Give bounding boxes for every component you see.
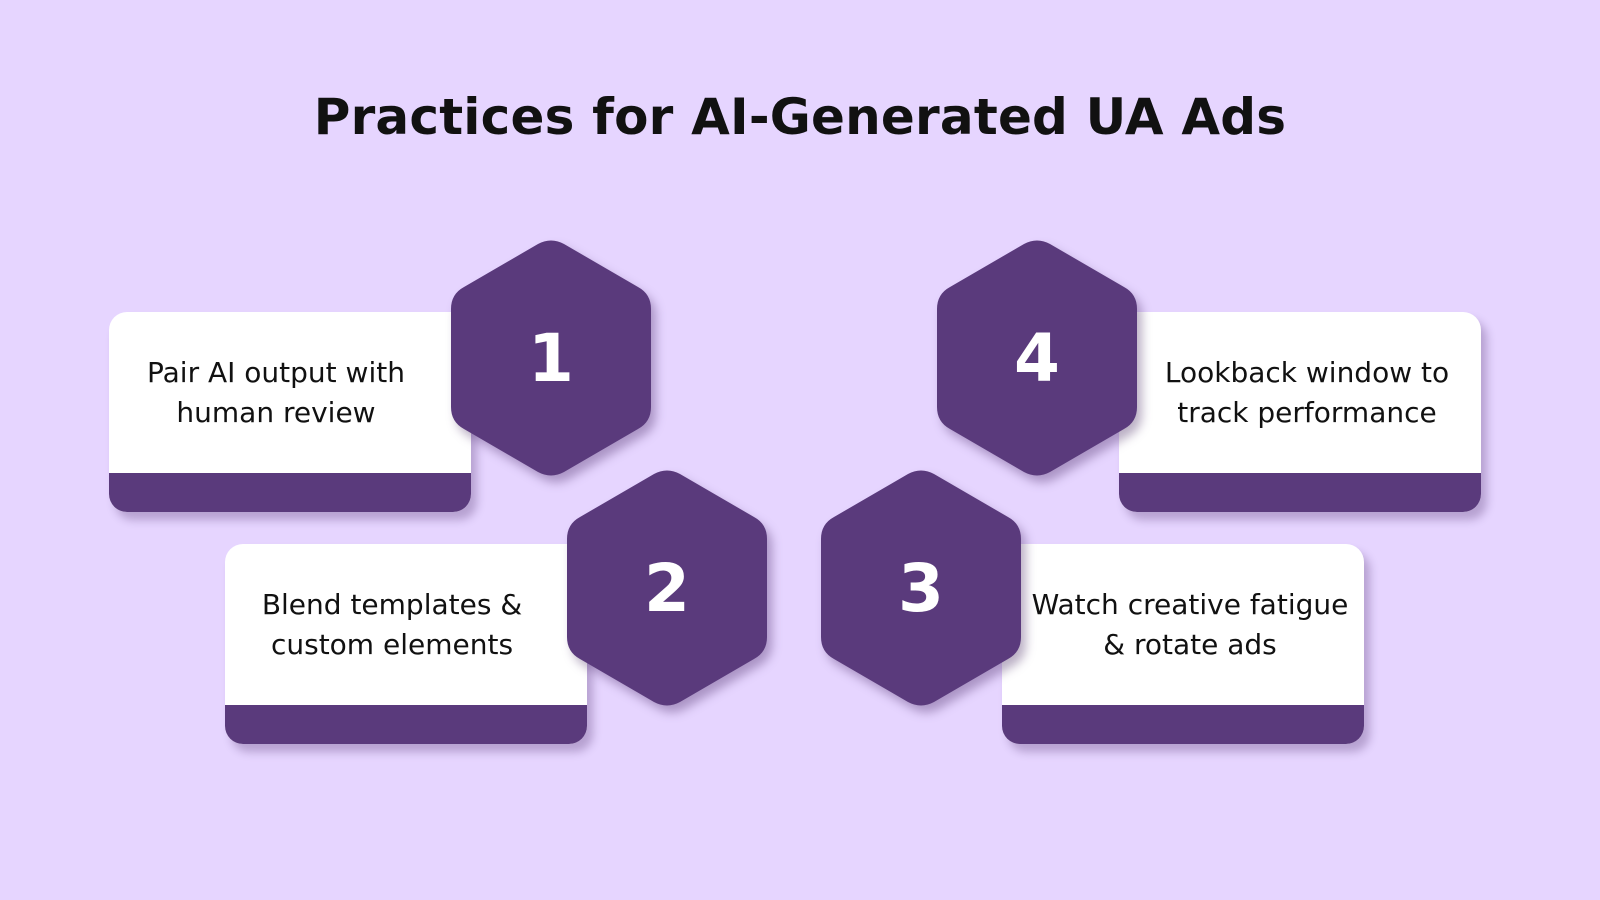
practice-card-2: Blend templates & custom elements [225,544,587,744]
hexagon-shape [451,240,651,476]
step-hexagon-4: 4 [929,238,1145,478]
step-hexagon-3: 3 [813,468,1029,708]
step-hexagon-1: 1 [443,238,659,478]
practice-card-1: Pair AI output with human review [109,312,471,512]
practice-text-3: Watch creative fatigue & rotate ads [1031,588,1349,661]
card-accent-bar [109,473,471,512]
step-number-3: 3 [898,549,944,627]
practice-text-2: Blend templates & custom elements [261,588,523,661]
practice-text-1: Pair AI output with human review [147,356,405,429]
step-number-2: 2 [644,549,690,627]
card-accent-bar [1002,705,1364,744]
step-number-1: 1 [528,319,574,397]
step-hexagon-2: 2 [559,468,775,708]
practice-card-4: Lookback window to track performance [1119,312,1481,512]
card-accent-bar [1119,473,1481,512]
practice-text-4: Lookback window to track performance [1164,356,1450,429]
practice-card-3: Watch creative fatigue & rotate ads [1002,544,1364,744]
hexagon-shape [567,470,767,706]
page-title: Practices for AI-Generated UA Ads [313,88,1287,146]
step-number-4: 4 [1014,319,1060,397]
card-accent-bar [225,705,587,744]
hexagon-shape [937,240,1137,476]
hexagon-shape [821,470,1021,706]
